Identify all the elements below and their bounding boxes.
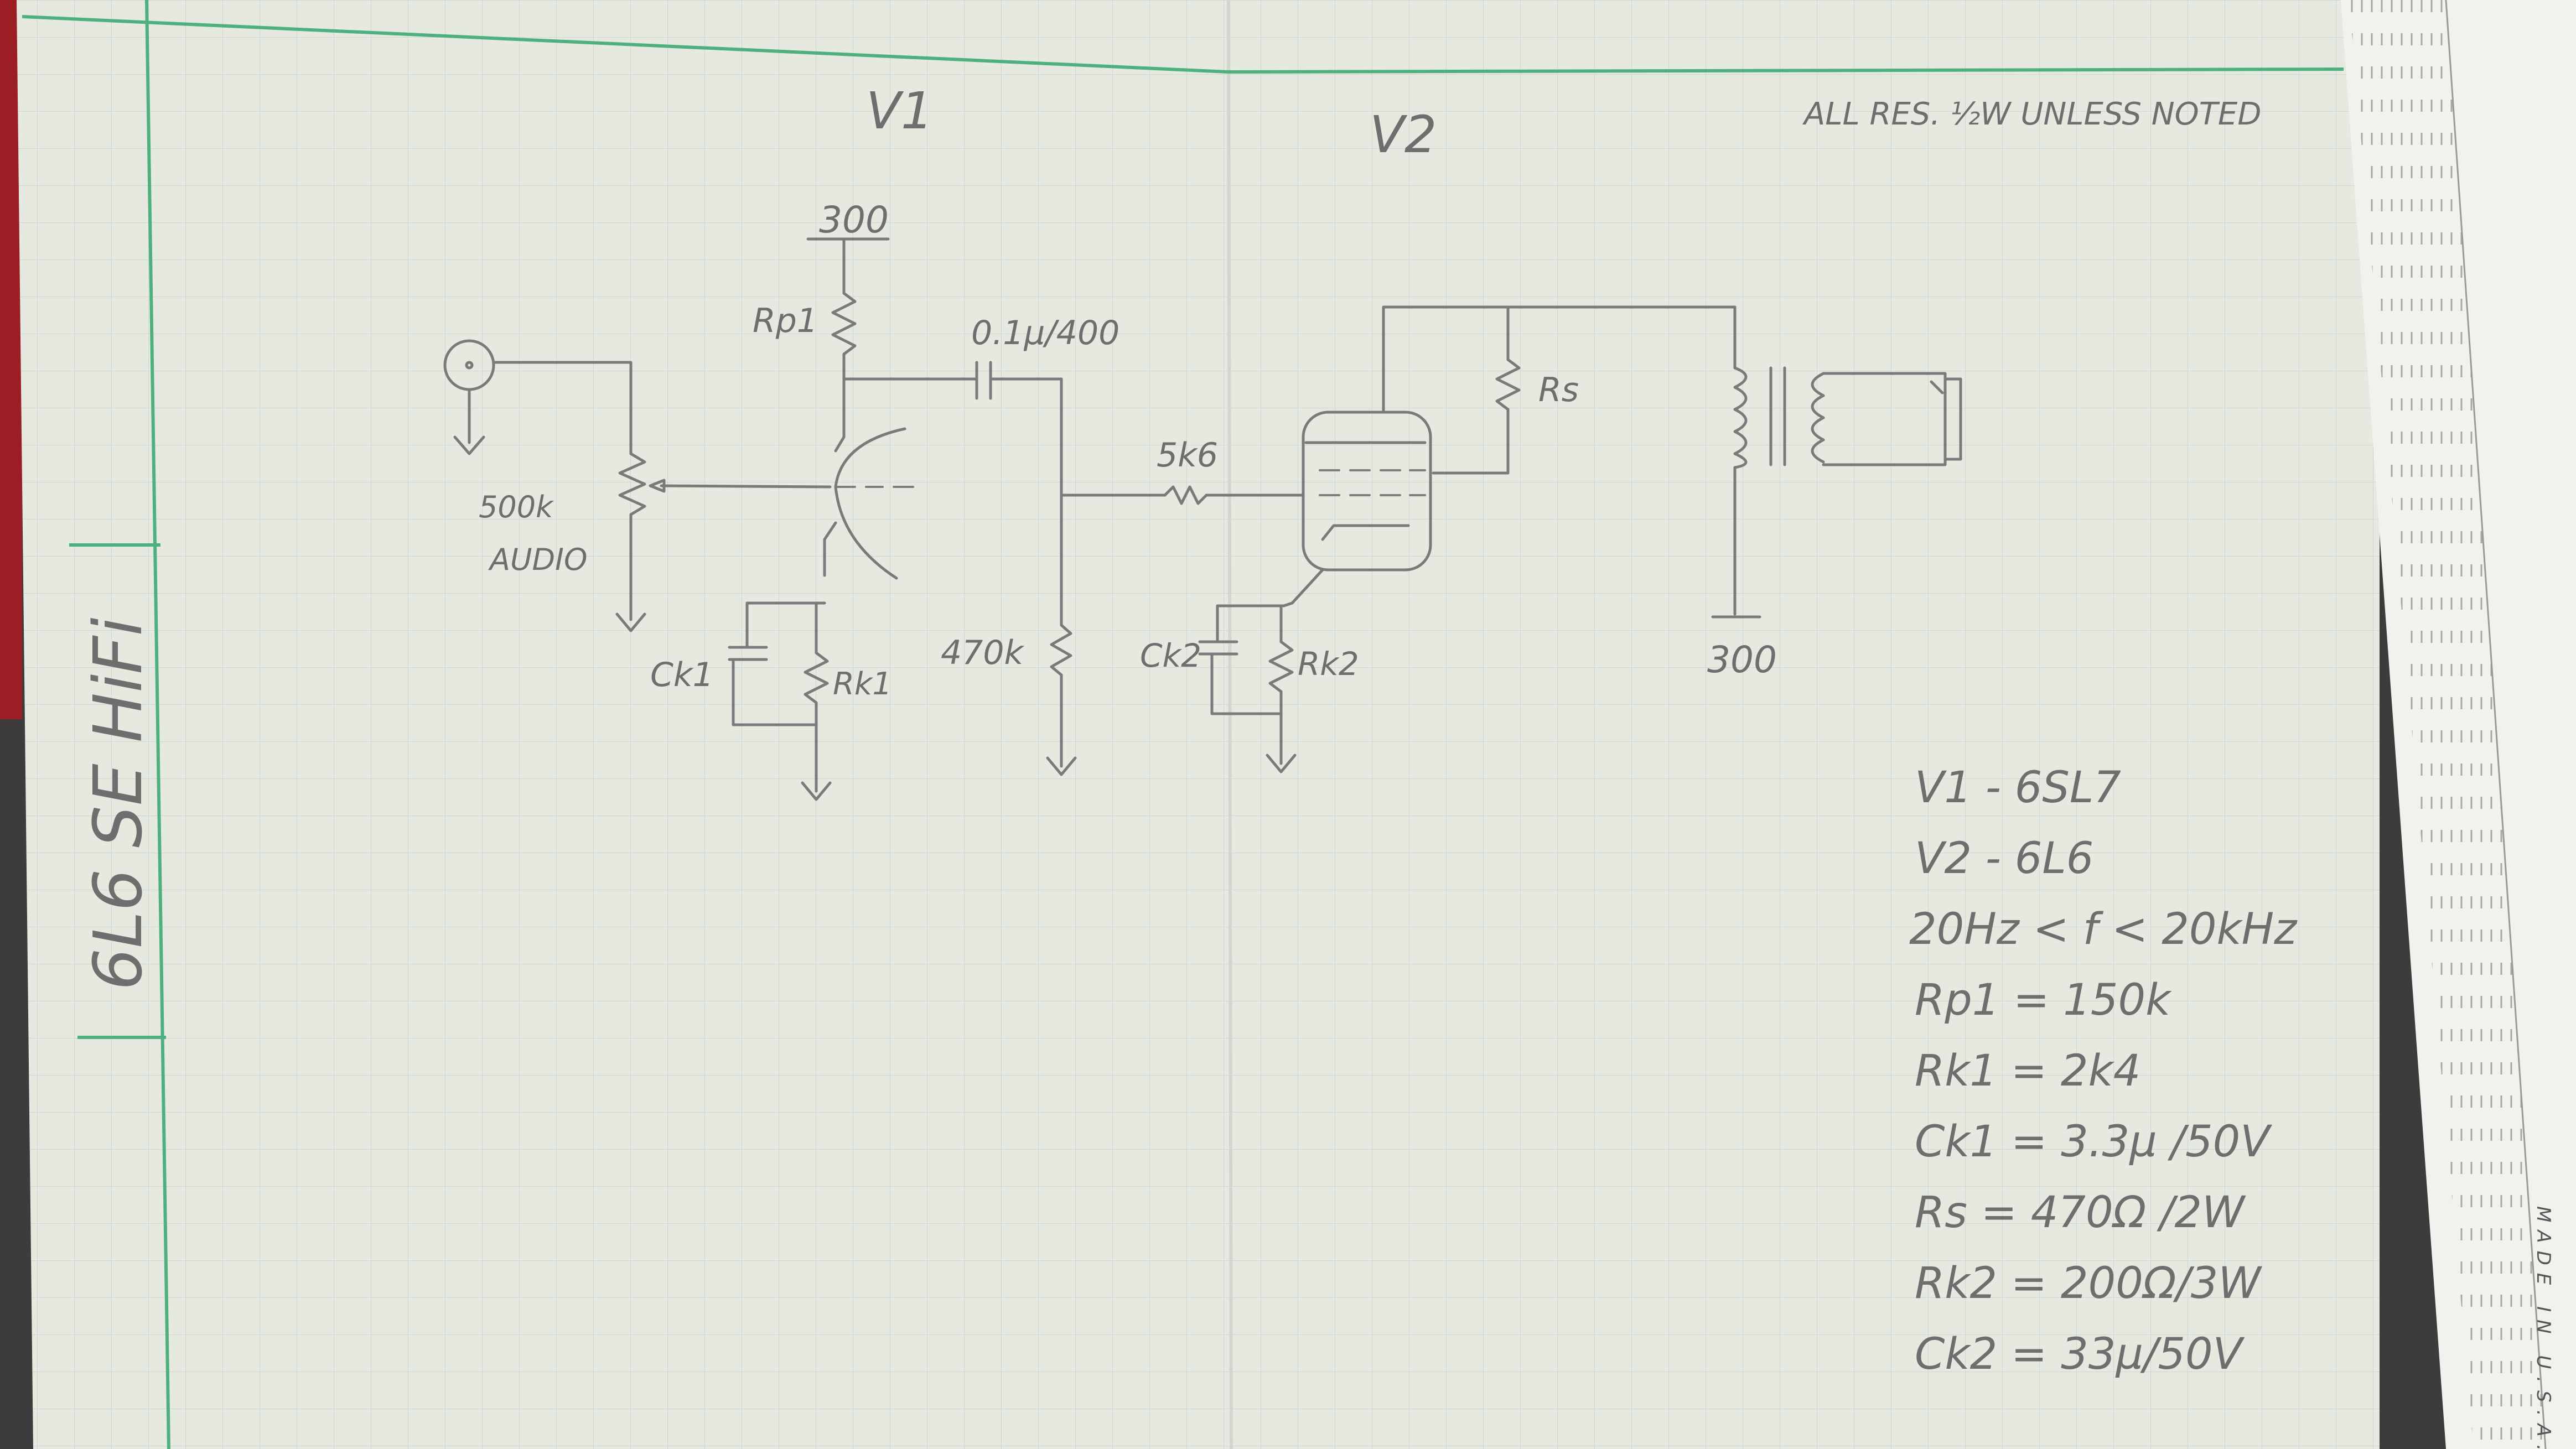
output-transformer-primary-icon [1733,366,1748,469]
component-value-line: 20Hz < f < 20kHz [1909,905,2298,954]
sheet-title: 6L6 SE HiFi [80,617,157,990]
rp1-resistor-icon [831,292,857,356]
grid-leak-ground-icon [1046,756,1077,776]
paper-fold [1227,0,1233,1449]
rp1-label: Rp1 [753,302,818,340]
margin-lines [22,0,2344,1449]
output-transformer-secondary-icon [1811,372,1825,464]
component-value-line: Ck1 = 3.3µ /50V [1915,1117,2272,1167]
tube-label-v1: V1 [866,81,933,141]
rs-resistor-icon [1495,358,1521,411]
v2-pentode-envelope [1302,411,1432,572]
grid-leak-label: 470k [941,633,1025,672]
stage-v1: 500k AUDIO 300 Rp1 0.1µ/400 Ck1 Rk1 [443,199,1119,801]
grid-stopper-label: 5k6 [1157,436,1218,475]
ck2-capacitor-icon [1198,640,1238,656]
component-value-line: Rk1 = 2k4 [1915,1046,2140,1096]
component-value-line: Rp1 = 150k [1915,975,2172,1025]
rk1-resistor-icon [804,651,829,704]
ruler-imprint: MADE IN U.S.A. [2532,1206,2554,1449]
pot-ground-icon [615,612,646,632]
component-value-line: Rs = 470Ω /2W [1915,1188,2246,1238]
v1-cathode-ground-icon [801,781,832,801]
v2-cathode-ground-icon [1266,754,1297,773]
grid-leak-resistor-icon [1050,624,1072,677]
grid-leak-network: 470k 5k6 [941,436,1305,776]
resistor-rating-note: ALL RES. ½W UNLESS NOTED [1802,96,2261,132]
component-value-line: Ck2 = 33µ/50V [1915,1329,2245,1379]
grid-stopper-resistor-icon [1163,485,1208,505]
transformer-core-icon [1769,366,1786,466]
speaker-icon [1943,377,1962,461]
rk2-resistor-icon [1268,640,1294,693]
ck1-capacitor-icon [728,646,768,661]
tube-label-v2: V2 [1370,105,1437,164]
rk1-label: Rk1 [833,666,892,702]
v1-supply-label: 300 [819,199,889,241]
pot-value-label: 500k [479,490,554,524]
component-value-line: V2 - 6L6 [1915,834,2093,884]
input-ground-icon [453,435,485,455]
v2-supply-label: 300 [1707,638,1777,681]
rk2-label: Rk2 [1298,645,1359,683]
ruler: MADE IN U.S.A. [2341,0,2576,1449]
component-value-line: V1 - 6SL7 [1915,763,2121,813]
pot-taper-label: AUDIO [488,542,587,577]
volume-pot-icon [618,452,646,516]
ck1-label: Ck1 [650,656,714,694]
rs-label: Rs [1538,371,1579,409]
coupling-cap-label: 0.1µ/400 [971,314,1119,352]
ck2-label: Ck2 [1140,637,1201,674]
stage-v2: Rs 300 Ck2 Rk2 [1140,305,1962,773]
component-value-line: Rk2 = 200Ω/3W [1915,1259,2262,1308]
